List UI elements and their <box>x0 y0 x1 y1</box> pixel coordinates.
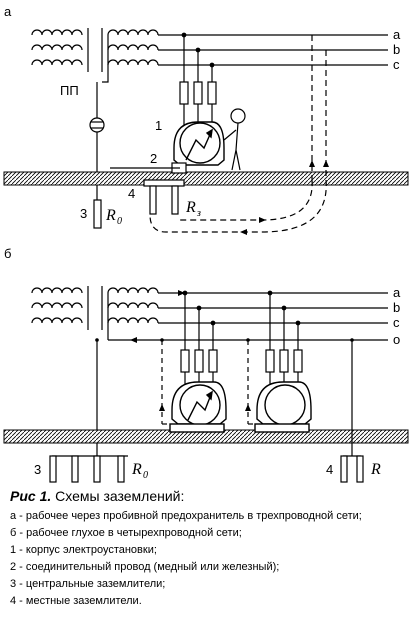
phase-label-b-o: o <box>393 332 400 347</box>
phase-label-c: c <box>393 57 400 72</box>
caption-title-text: Схемы заземлений: <box>55 488 185 504</box>
motor-housing-a <box>173 121 225 166</box>
caption-item: 3 - центральные заземлители; <box>10 578 166 590</box>
local-electrodes-a <box>143 179 185 215</box>
caption-item: 1 - корпус электроустановки; <box>10 544 157 556</box>
caption-title: Рис 1. Схемы заземлений: <box>10 488 406 505</box>
callout-3-b: 3 <box>34 462 41 477</box>
central-electrodes-b <box>49 455 128 483</box>
transformer-a-secondary <box>101 28 159 83</box>
r-label-b: R <box>370 461 381 478</box>
phase-lines-b <box>108 292 388 341</box>
figure-caption: Рис 1. Схемы заземлений: а - рабочее чер… <box>10 488 406 610</box>
motor-fuses-b2 <box>265 290 303 388</box>
motor-fuses-a <box>179 32 217 125</box>
r0-label-b-sub: 0 <box>143 470 148 481</box>
transformer-a-primary <box>31 28 89 72</box>
caption-prefix: Рис 1. <box>10 488 52 504</box>
transformer-b-secondary <box>101 286 159 340</box>
callout-4-a: 4 <box>128 186 135 201</box>
fault-current-path-b1 <box>161 340 170 425</box>
panel-a: а a b c ПП <box>3 4 409 235</box>
phase-label-a: a <box>393 27 401 42</box>
caption-item: 2 - соединительный провод (медный или же… <box>10 561 280 573</box>
panel-a-label: а <box>4 4 12 19</box>
r0-label-a-letter: R <box>105 207 116 224</box>
phase-label-b-b: b <box>393 300 400 315</box>
rz-label-sub: з <box>196 208 201 219</box>
motor-fuses-b1 <box>180 290 218 388</box>
callout-4-b: 4 <box>326 462 333 477</box>
callout-3-a: 3 <box>80 206 87 221</box>
motor-housing-b1 <box>169 381 227 433</box>
ground-a <box>3 171 409 186</box>
phase-lines-a <box>158 34 388 66</box>
fault-current-path-b2 <box>247 340 255 425</box>
local-electrode-b <box>340 455 364 483</box>
phase-label-b-c: c <box>393 315 400 330</box>
r0-label-a-sub: 0 <box>117 216 122 227</box>
phase-label-b-a: a <box>393 285 401 300</box>
breakdown-fuse <box>89 117 105 133</box>
caption-item: а - рабочее через пробивной предохраните… <box>10 510 362 522</box>
fuse-label: ПП <box>60 83 79 98</box>
r0-label-b-letter: R <box>131 461 142 478</box>
callout-1-a: 1 <box>155 118 162 133</box>
phase-label-b: b <box>393 42 400 57</box>
callout-2-a: 2 <box>150 151 157 166</box>
grounding-diagrams: а a b c ПП <box>3 4 409 483</box>
rz-label-letter: R <box>185 199 196 216</box>
transformer-b-primary <box>31 286 89 330</box>
person-figure <box>223 108 246 171</box>
panel-b: б a b c o <box>3 246 409 483</box>
panel-b-label: б <box>4 246 11 261</box>
central-electrode-a <box>93 199 102 229</box>
caption-item: б - рабочее глухое в четырехпроводной се… <box>10 527 242 539</box>
caption-item: 4 - местные заземлители. <box>10 595 142 607</box>
motor-housing-b2 <box>254 381 312 433</box>
